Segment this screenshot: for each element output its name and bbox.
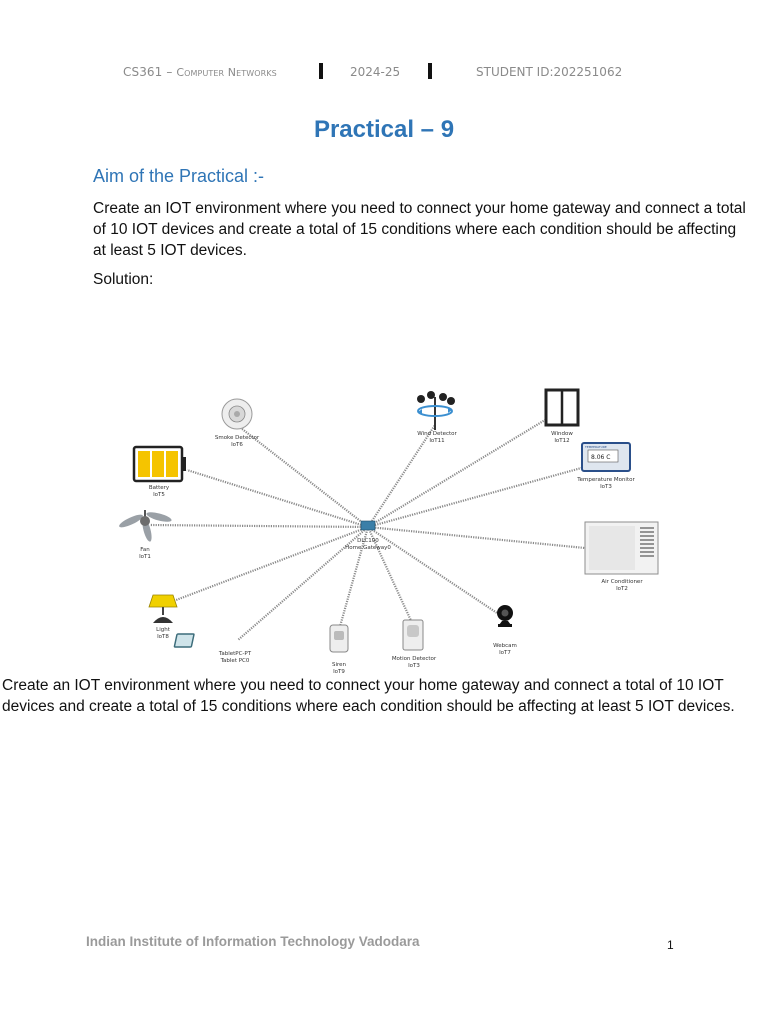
device-id: IoT2 xyxy=(616,586,628,592)
academic-year: 2024-25 xyxy=(350,65,401,79)
closing-text: Create an IOT environment where you need… xyxy=(2,677,735,715)
header-divider xyxy=(428,63,432,79)
monitor-brand: TEMPERATURE xyxy=(584,445,607,449)
course-code: CS361 – xyxy=(123,65,177,79)
device-id: IoT11 xyxy=(429,438,444,444)
link-temperature-monitor xyxy=(367,465,586,529)
link-webcam xyxy=(367,526,504,618)
device-id: IoT9 xyxy=(333,669,345,675)
device-name: Wind Detector xyxy=(417,431,457,437)
device-id: Tablet PC0 xyxy=(220,658,250,664)
device-air-conditioner[interactable]: Air Conditioner IoT2 xyxy=(584,521,659,592)
device-light[interactable]: Light IoT8 xyxy=(148,594,178,640)
device-battery[interactable]: Battery IoT5 xyxy=(132,445,186,498)
motion-sensor-icon xyxy=(402,619,424,651)
gateway-label: Home Gateway0 xyxy=(345,545,391,551)
device-id: IoT7 xyxy=(499,650,511,656)
webcam-icon xyxy=(497,605,513,627)
device-name: Smoke Detector xyxy=(215,435,260,441)
battery-icon xyxy=(132,445,186,483)
gateway-icon xyxy=(360,520,376,531)
device-temperature-monitor[interactable]: 8.06 C TEMPERATURE Temperature Monitor I… xyxy=(576,442,635,490)
fan-icon xyxy=(119,510,172,542)
device-tablet[interactable]: TabletPC-PT Tablet PC0 xyxy=(173,633,252,664)
link-air-conditioner xyxy=(367,525,586,550)
device-id: IoT3 xyxy=(600,484,612,490)
page-header: CS361 – Computer Networks 2024-25 STUDEN… xyxy=(0,62,768,82)
device-name: Light xyxy=(156,627,171,633)
device-name: Motion Detector xyxy=(392,656,437,662)
smoke-detector-icon xyxy=(221,398,253,430)
air-conditioner-icon xyxy=(584,521,659,575)
device-fan[interactable]: Fan IoT1 xyxy=(118,510,173,560)
tablet-icon xyxy=(173,633,195,648)
temperature-reading: 8.06 C xyxy=(591,454,610,461)
device-name: Fan xyxy=(140,547,150,553)
course-title: CS361 – Computer Networks xyxy=(123,65,277,79)
device-name: Battery xyxy=(149,485,170,491)
solution-label: Solution: xyxy=(93,271,154,288)
device-id: IoT5 xyxy=(153,492,165,498)
link-tablet xyxy=(237,526,369,641)
device-id: IoT12 xyxy=(554,438,569,444)
device-name: Temperature Monitor xyxy=(576,477,635,483)
window-icon xyxy=(544,388,580,427)
aim-text: Create an IOT environment where you need… xyxy=(93,200,746,259)
student-id: STUDENT ID:202251062 xyxy=(476,65,623,79)
footer-institute: Indian Institute of Information Technolo… xyxy=(86,934,420,949)
device-webcam[interactable]: Webcam IoT7 xyxy=(493,605,517,656)
connection-links xyxy=(149,419,586,641)
link-fan xyxy=(149,523,369,529)
page-title: Practical – 9 xyxy=(313,116,455,143)
device-name: TabletPC-PT xyxy=(218,651,252,657)
device-motion-detector[interactable]: Motion Detector IoT3 xyxy=(392,619,437,669)
link-siren xyxy=(337,526,370,631)
gateway-name: DLC100 xyxy=(357,538,379,544)
link-window xyxy=(367,419,546,528)
aim-heading: Aim of the Practical :- xyxy=(93,166,265,186)
device-id: IoT6 xyxy=(231,442,243,448)
link-light xyxy=(162,525,369,607)
device-name: Webcam xyxy=(493,643,517,649)
device-wind-detector[interactable]: Wind Detector IoT11 xyxy=(417,391,458,444)
device-name: Window xyxy=(551,431,573,437)
device-id: IoT1 xyxy=(139,554,151,560)
device-smoke-detector[interactable]: Smoke Detector IoT6 xyxy=(215,398,260,448)
device-window[interactable]: Window IoT12 xyxy=(544,388,580,444)
link-battery xyxy=(186,468,369,529)
page-number: 1 xyxy=(667,938,674,952)
course-name: Computer Networks xyxy=(176,66,277,79)
device-name: Siren xyxy=(332,662,347,668)
device-siren[interactable]: Siren IoT9 xyxy=(329,624,349,675)
lamp-icon xyxy=(148,594,178,623)
header-divider xyxy=(319,63,323,79)
device-id: IoT8 xyxy=(157,634,169,640)
iot-network-diagram: DLC100 Home Gateway0 Smoke Detector IoT6… xyxy=(118,388,659,675)
home-gateway[interactable]: DLC100 Home Gateway0 xyxy=(345,520,391,551)
wind-detector-icon xyxy=(417,391,455,430)
link-motion-detector xyxy=(367,526,414,626)
thermometer-icon: 8.06 C TEMPERATURE xyxy=(581,442,631,472)
device-name: Air Conditioner xyxy=(601,579,643,585)
siren-icon xyxy=(329,624,349,653)
link-wind-detector xyxy=(367,424,436,528)
device-id: IoT3 xyxy=(408,663,420,669)
